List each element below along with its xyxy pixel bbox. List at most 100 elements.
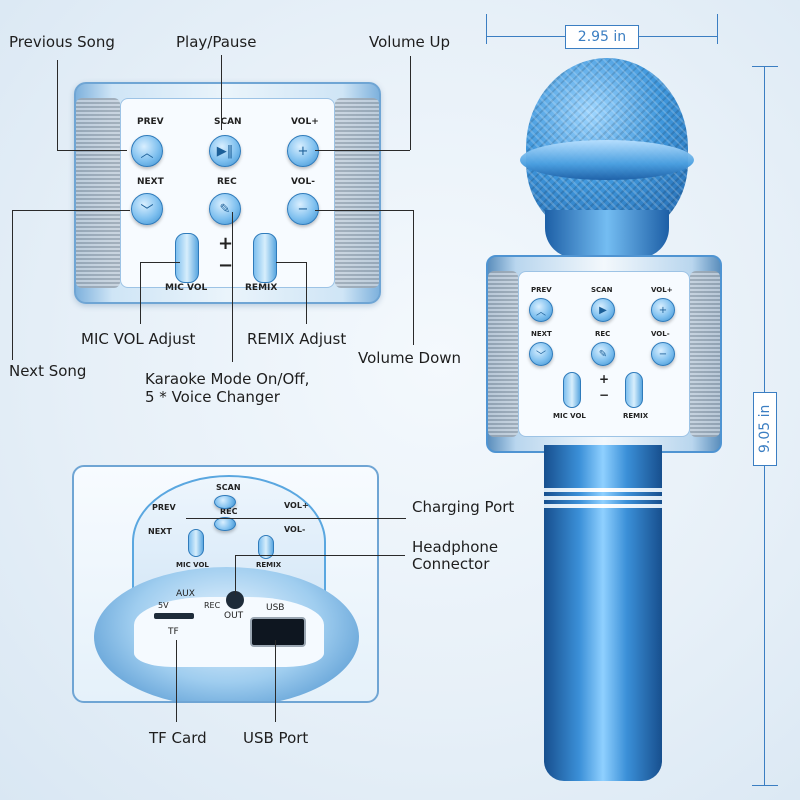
play-pause-button[interactable] [214, 495, 236, 509]
callout-line [57, 60, 58, 150]
plus-icon: + [297, 143, 309, 159]
microphone-handle [544, 445, 662, 781]
remix-label: REMIX [245, 283, 278, 293]
play-pause-button[interactable]: ▶ [591, 298, 615, 322]
headphone-connector-label-2: Connector [412, 555, 490, 573]
callout-line [12, 210, 130, 211]
minus-icon: − [658, 348, 668, 360]
tf-card-slot[interactable] [154, 613, 194, 619]
mic-vol-slider[interactable] [175, 233, 199, 283]
next-button[interactable]: ﹀ [529, 342, 553, 366]
callout-line [306, 262, 307, 324]
tf-label: TF [168, 627, 179, 637]
remix-slider[interactable] [258, 535, 274, 559]
scan-label: SCAN [591, 286, 613, 294]
voice-changer-icon: ✎ [598, 348, 608, 360]
play-pause-label: Play/Pause [176, 33, 257, 51]
speaker-grill-left [76, 98, 120, 288]
handle-ring [544, 504, 662, 508]
usb-port[interactable] [250, 617, 306, 647]
speaker-grill-right [335, 98, 379, 288]
volume-down-label: Volume Down [358, 349, 462, 367]
callout-line [140, 262, 180, 263]
5v-label: 5V [158, 601, 169, 610]
callout-line [410, 56, 411, 150]
volume-up-label: Volume Up [369, 33, 451, 51]
usb-port-label: USB Port [243, 729, 309, 747]
control-panel-zoom: PREV SCAN VOL+ ︿ ▶‖ + NEXT REC VOL- ﹀ ✎ … [74, 82, 381, 304]
chevron-up-icon: ︿ [536, 306, 546, 318]
callout-line [12, 210, 13, 360]
handle-ring [544, 488, 662, 492]
prev-label: PREV [531, 286, 552, 294]
voice-changer-icon: ✎ [219, 201, 231, 217]
button-face: PREV SCAN VOL+ ︿ ▶ + NEXT REC VOL- ﹀ ✎ −… [518, 271, 690, 437]
callout-line [275, 640, 276, 722]
button-face: PREV SCAN VOL+ ︿ ▶‖ + NEXT REC VOL- ﹀ ✎ … [120, 98, 335, 293]
headphone-connector-label-1: Headphone [412, 538, 499, 556]
port-strip: AUX 5V REC OUT USB TF [134, 589, 324, 667]
scan-label: SCAN [214, 117, 242, 127]
karaoke-mode-label-1: Karaoke Mode On/Off, [145, 370, 310, 388]
headphone-jack[interactable] [226, 591, 244, 609]
height-dimension: 9.05 in [753, 392, 777, 466]
callout-line [315, 150, 410, 151]
microphone-ring [520, 140, 694, 180]
rec-label: REC [220, 507, 238, 516]
vol-down-button[interactable]: − [651, 342, 675, 366]
vol-down-button[interactable]: − [287, 193, 319, 225]
vol-up-label: VOL+ [651, 286, 673, 294]
rec-button[interactable] [214, 517, 236, 531]
speaker-grill-right [690, 271, 720, 437]
usb-label: USB [266, 603, 285, 613]
vol-up-button[interactable]: + [287, 135, 319, 167]
vol-up-button[interactable]: + [651, 298, 675, 322]
plus-sign: + [218, 233, 234, 254]
prev-label: PREV [137, 117, 164, 127]
callout-line [315, 210, 413, 211]
mic-vol-adjust-label: MIC VOL Adjust [81, 330, 196, 348]
width-dimension: 2.95 in [565, 25, 639, 49]
rec-label: REC [217, 177, 237, 187]
charging-port-label: Charging Port [412, 498, 515, 516]
aux-label: AUX [176, 589, 195, 599]
prev-label: PREV [152, 503, 176, 512]
play-pause-icon: ▶‖ [216, 143, 234, 159]
plus-icon: + [658, 304, 668, 316]
next-label: NEXT [137, 177, 164, 187]
remix-label: REMIX [623, 412, 649, 420]
out-label: OUT [224, 611, 244, 621]
callout-line [235, 555, 236, 595]
previous-song-label: Previous Song [9, 33, 115, 51]
rec-port-label: REC [204, 601, 221, 610]
vol-down-label: VOL- [284, 525, 306, 534]
next-button[interactable]: ﹀ [131, 193, 163, 225]
chevron-down-icon: ﹀ [536, 350, 546, 362]
callout-line [235, 555, 405, 556]
chevron-down-icon: ﹀ [140, 203, 154, 219]
rec-button[interactable]: ✎ [591, 342, 615, 366]
rec-label: REC [595, 330, 611, 338]
play-pause-button[interactable]: ▶‖ [209, 135, 241, 167]
vol-up-label: VOL+ [291, 117, 319, 127]
microphone-body: PREV SCAN VOL+ ︿ ▶ + NEXT REC VOL- ﹀ ✎ −… [486, 255, 722, 453]
remix-adjust-label: REMIX Adjust [247, 330, 347, 348]
mic-vol-slider[interactable] [188, 529, 204, 557]
dimension-tick [752, 66, 778, 67]
remix-slider[interactable] [253, 233, 277, 283]
minus-icon: − [297, 201, 309, 217]
plus-sign: + [599, 372, 610, 386]
microphone-neck [545, 210, 669, 258]
callout-line [276, 262, 306, 263]
remix-slider[interactable] [625, 372, 643, 408]
prev-button[interactable]: ︿ [529, 298, 553, 322]
callout-line [232, 212, 233, 362]
mic-vol-slider[interactable] [563, 372, 581, 408]
vol-up-label: VOL+ [284, 501, 309, 510]
tf-card-label: TF Card [149, 729, 207, 747]
prev-button[interactable]: ︿ [131, 135, 163, 167]
karaoke-mode-label-2: 5 * Voice Changer [145, 388, 280, 406]
rec-button[interactable]: ✎ [209, 193, 241, 225]
callout-line [221, 55, 222, 130]
mic-vol-label: MIC VOL [165, 283, 208, 293]
